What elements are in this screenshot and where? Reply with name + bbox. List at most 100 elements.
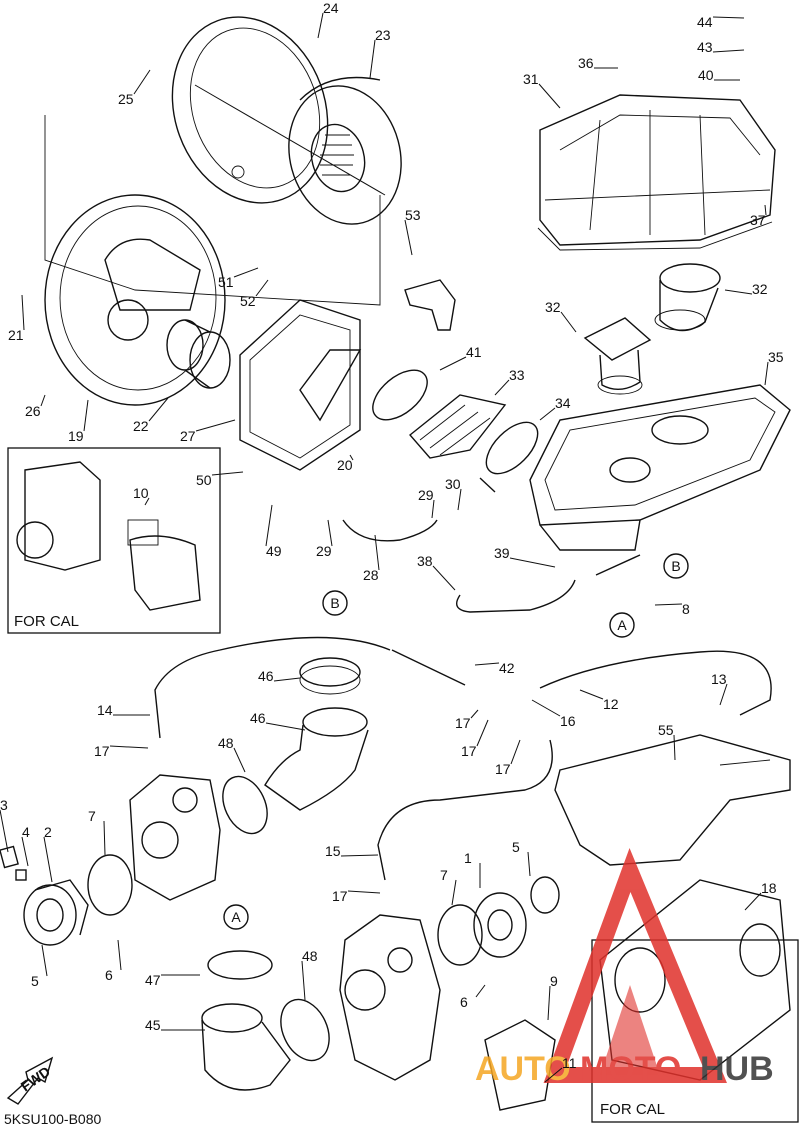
leader-line	[724, 289, 753, 295]
leader-line	[117, 939, 122, 971]
part-number-label: 17	[94, 743, 110, 759]
part-number-label: 7	[88, 808, 96, 824]
callout-letter: A	[617, 617, 627, 633]
manifold-2	[23, 879, 89, 946]
air-filter-frame-27	[239, 299, 362, 471]
part-number-label: 32	[545, 299, 561, 315]
airbox-seal-37	[537, 221, 773, 251]
part-number-label: 5	[31, 973, 39, 989]
part-number-label: 20	[337, 457, 353, 473]
part-number-label: 5	[512, 839, 520, 855]
leader-line	[369, 39, 376, 79]
diagram-code: 5KSU100-B080	[4, 1111, 102, 1127]
part-number-label: 15	[325, 843, 341, 859]
part-number-label: 47	[145, 972, 161, 988]
leader-line	[340, 854, 379, 857]
part-number-label: 52	[240, 293, 256, 309]
part-number-label: 49	[266, 543, 282, 559]
leader-line	[144, 497, 150, 506]
callout-circle	[663, 553, 689, 579]
part-number-label: 7	[440, 867, 448, 883]
clamp-7-left	[87, 854, 133, 916]
part-number-label: 9	[550, 973, 558, 989]
part-number-label: 43	[697, 39, 713, 55]
part-number-label: 24	[323, 0, 339, 16]
leader-line	[431, 499, 435, 519]
part-number-label: 21	[8, 327, 24, 343]
part-number-label: 39	[494, 545, 510, 561]
part-number-label: 6	[460, 994, 468, 1010]
leader-lines	[0, 12, 769, 1083]
air-box-35	[529, 384, 791, 551]
leader-line	[474, 662, 500, 666]
leader-line	[560, 311, 577, 333]
callout-circle	[322, 590, 348, 616]
part-number-label: 51	[218, 274, 234, 290]
part-number-label: 50	[196, 472, 212, 488]
leader-line	[719, 683, 728, 706]
leader-line	[211, 471, 244, 476]
part-number-label: 27	[180, 428, 196, 444]
part-number-label: 12	[603, 696, 619, 712]
part-number-label: 29	[316, 543, 332, 559]
leader-line	[21, 294, 25, 331]
clamp-47-bottom	[207, 950, 273, 980]
leader-line	[301, 960, 306, 1001]
hose-28	[342, 519, 438, 542]
leader-line	[40, 394, 46, 407]
leader-line	[764, 204, 767, 216]
part-number-label: 14	[97, 702, 113, 718]
part-number-label: 8	[682, 601, 690, 617]
for-cal-box-top	[7, 447, 221, 634]
leader-line	[43, 836, 53, 883]
leader-line	[494, 379, 510, 396]
leader-line	[255, 279, 269, 297]
leader-line	[233, 267, 259, 278]
leader-line	[21, 836, 29, 867]
hose-12	[539, 650, 772, 716]
leader-line	[103, 820, 106, 856]
callout-letter: B	[671, 558, 680, 574]
part-number-label: 34	[555, 395, 571, 411]
part-number-label: 48	[218, 735, 234, 751]
part-number-label: 16	[560, 713, 576, 729]
leader-line	[83, 399, 89, 432]
clip-4	[15, 869, 27, 881]
part-number-label: 22	[133, 418, 149, 434]
joint-46	[264, 707, 369, 811]
part-number-label: 10	[133, 485, 149, 501]
leader-line	[374, 534, 380, 571]
manifold-1	[473, 892, 527, 958]
part-number-label: 46	[250, 710, 266, 726]
part-number-label: 17	[455, 715, 471, 731]
leader-line	[41, 944, 48, 977]
leader-line	[475, 984, 486, 998]
leader-line	[470, 709, 479, 719]
leader-line	[457, 488, 462, 511]
leader-line	[673, 734, 676, 761]
joint-32-left	[583, 317, 652, 395]
part-number-label: 44	[697, 14, 713, 30]
leader-line	[654, 603, 683, 606]
leader-line	[347, 890, 381, 894]
leader-line	[764, 361, 769, 386]
leader-line	[109, 745, 149, 749]
clamp-48-bottom	[280, 998, 330, 1062]
part-number-label: 26	[25, 403, 41, 419]
joint-33	[408, 394, 507, 459]
leader-line	[0, 809, 9, 853]
leader-line	[349, 454, 354, 461]
part-number-label: 48	[302, 948, 318, 964]
hose-15	[377, 739, 553, 881]
leader-line	[547, 985, 551, 1021]
leader-line	[509, 557, 556, 568]
part-number-label: 3	[0, 797, 8, 813]
part-number-label: 53	[405, 207, 421, 223]
watermark-hub: HUB	[700, 1050, 774, 1088]
air-filter-cover-24	[171, 16, 329, 204]
part-number-label: 25	[118, 91, 134, 107]
leader-line	[148, 397, 169, 422]
